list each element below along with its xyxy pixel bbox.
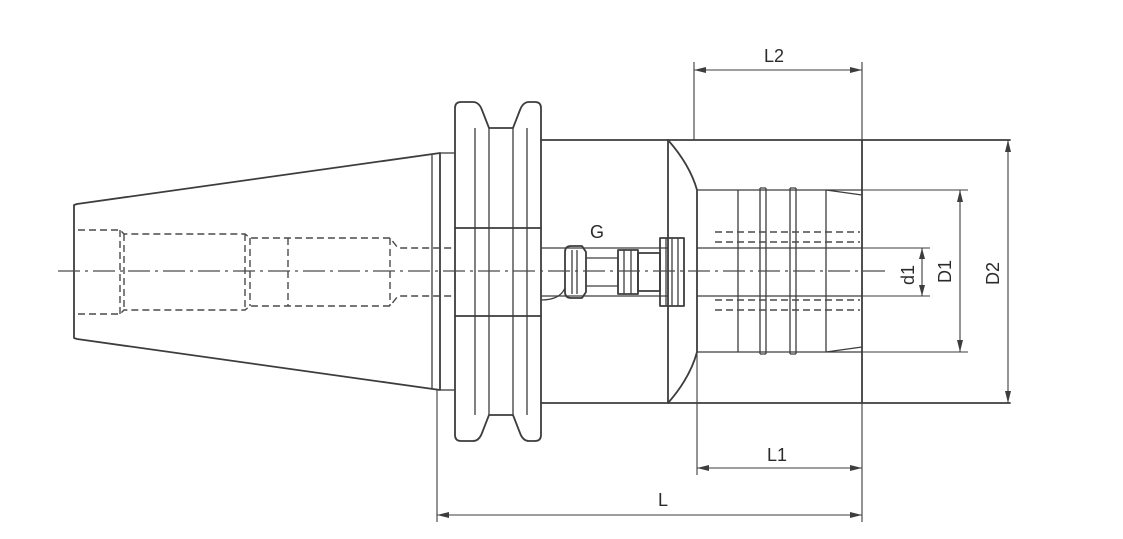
- label-G: G: [590, 222, 604, 242]
- dimension-L2: L2: [693, 46, 863, 140]
- retention-screw: [540, 237, 685, 307]
- label-L1: L1: [767, 445, 787, 465]
- dimension-L: L: [436, 390, 863, 522]
- dimension-d1: d1: [862, 247, 930, 297]
- label-L: L: [658, 490, 668, 510]
- taper-shank: [73, 152, 455, 391]
- label-D2: D2: [983, 262, 1003, 285]
- label-L2: L2: [764, 46, 784, 66]
- dimension-D1: D1: [862, 189, 968, 353]
- dimension-L1: L1: [696, 352, 862, 475]
- shank-internal-bore: [78, 229, 455, 315]
- dimension-D2: D2: [983, 140, 1011, 403]
- label-D1: D1: [935, 260, 955, 283]
- collet-slots: [697, 231, 862, 311]
- label-d1: d1: [898, 265, 918, 285]
